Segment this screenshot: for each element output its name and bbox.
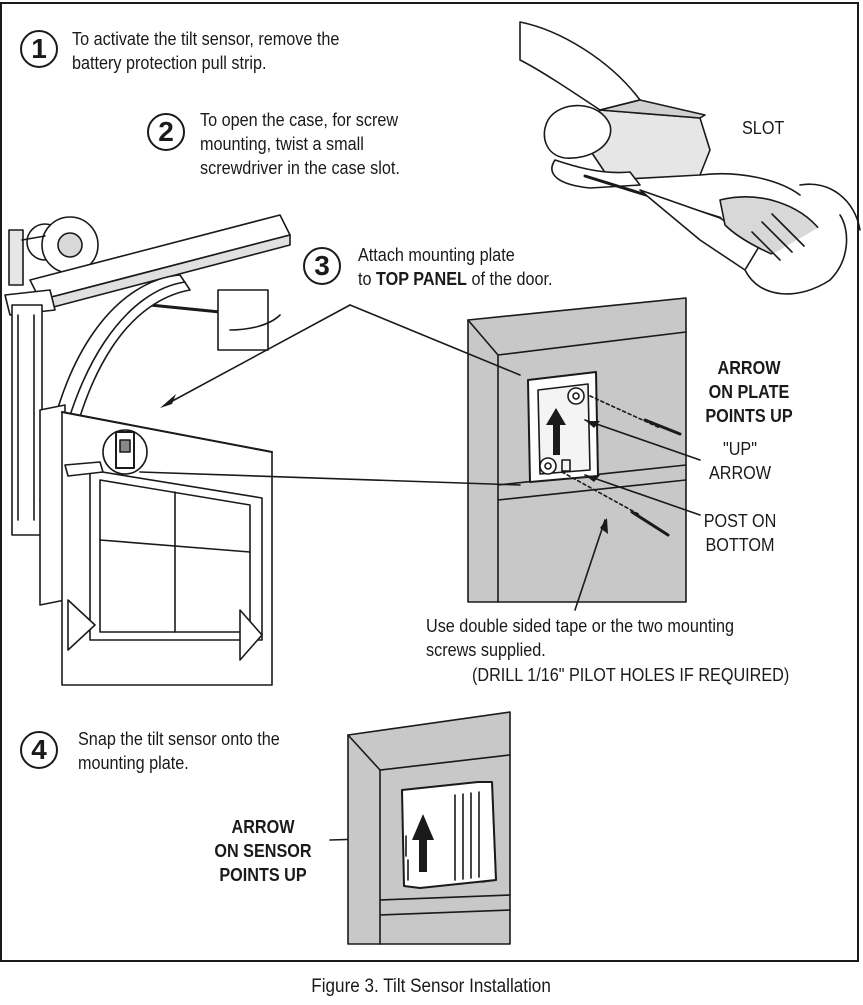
figure-frame	[0, 2, 859, 962]
tilt-sensor-detail	[347, 711, 511, 945]
step-3-text-before: Attach mounting plate to	[358, 245, 515, 289]
arrow-on-plate-label: ARROW ON PLATE POINTS UP	[705, 358, 793, 426]
up-arrow-label: "UP" ARROW	[708, 439, 772, 483]
step-4-number: 4	[20, 731, 58, 769]
figure-caption-text: Figure 3. Tilt Sensor Installation	[311, 976, 552, 997]
garage-door-illustration	[4, 214, 291, 686]
step-4-text: Snap the tilt sensor onto the mounting p…	[78, 729, 280, 773]
step-3-text-after: of the door.	[466, 269, 553, 289]
step-1-text: To activate the tilt sensor, remove the …	[72, 29, 340, 73]
step-2-number: 2	[147, 113, 185, 151]
mounting-note: Use double sided tape or the two mountin…	[426, 616, 735, 660]
mounting-plate-detail	[467, 297, 687, 603]
screwdriver-hand-illustration	[519, 21, 861, 295]
step-3-text: Attach mounting plate to TOP PANEL of th…	[358, 243, 553, 291]
step-3-text-bold: TOP PANEL	[376, 269, 467, 289]
step-3-number: 3	[303, 247, 341, 285]
step-2-text: To open the case, for screw mounting, tw…	[200, 110, 400, 178]
slot-label: SLOT	[742, 118, 785, 138]
drill-note: (DRILL 1/16" PILOT HOLES IF REQUIRED)	[472, 665, 790, 685]
step-1-number: 1	[20, 30, 58, 68]
arrow-on-sensor-label: ARROW ON SENSOR POINTS UP	[214, 817, 312, 885]
figure-caption: Figure 3. Tilt Sensor Installation	[0, 976, 863, 998]
post-on-bottom-label: POST ON BOTTOM	[703, 511, 777, 555]
